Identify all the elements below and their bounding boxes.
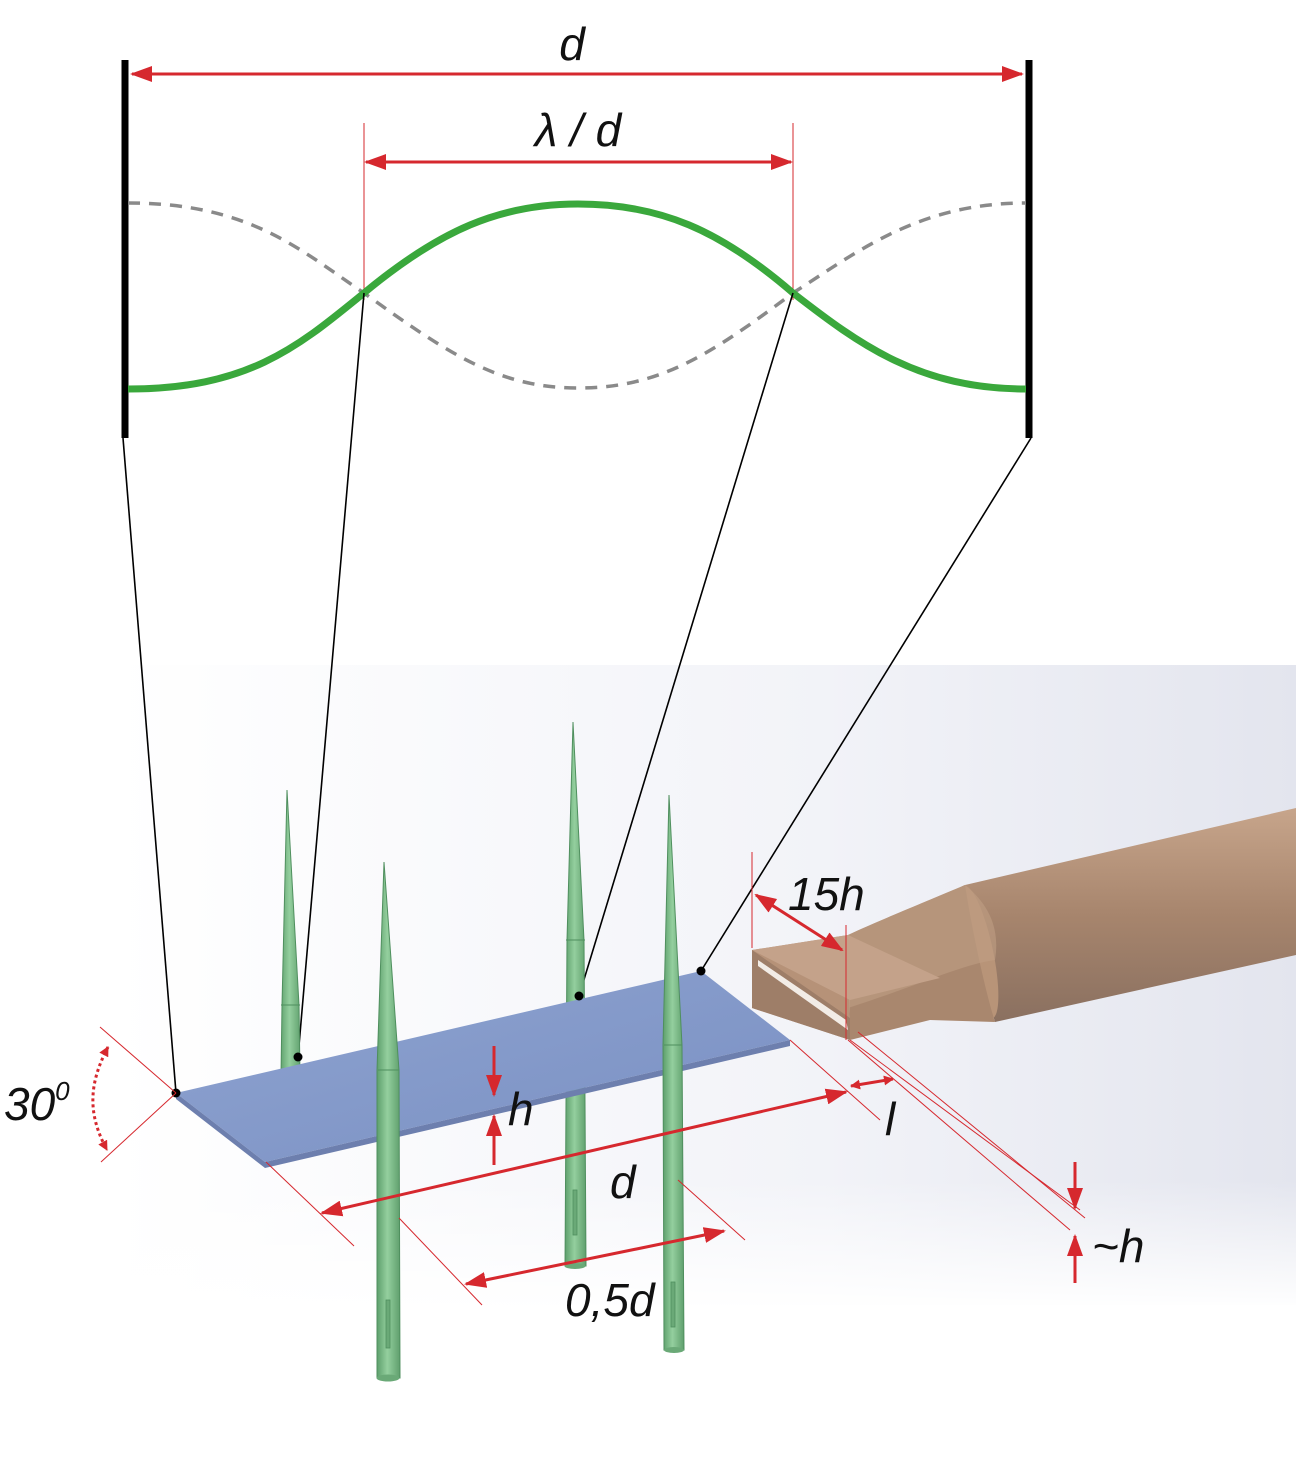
leader-right-node [578, 292, 794, 997]
half-ext-left [398, 1217, 483, 1306]
leader-lines [122, 292, 1032, 1094]
mode-span-label: λ / d [532, 104, 623, 156]
thickness-label: h [508, 1083, 534, 1135]
tilt-ext-top [99, 1026, 177, 1094]
leader-left-edge [122, 437, 177, 1094]
nozzle-length-arrow [754, 893, 844, 952]
mode-shape-panel: d λ / d [121, 18, 1033, 438]
leader-right-edge [700, 437, 1032, 972]
gap-ext [849, 1039, 1081, 1211]
half-ext-right [677, 1179, 746, 1241]
tilt-ext-bottom [100, 1092, 177, 1163]
slot-ext-bottom [847, 1039, 1071, 1231]
half-spacing-arrow [464, 1227, 726, 1288]
dot-needle-center [574, 991, 584, 1001]
gap-label: l [885, 1093, 897, 1145]
top-span-label: d [559, 18, 586, 70]
nozzle-length-label: 15h [788, 868, 865, 920]
slot-ext-top [857, 1031, 1086, 1219]
tilt-angle-label: 300 [4, 1076, 70, 1130]
green-mode-curve [127, 200, 1027, 393]
spacing-ext-left [265, 1161, 355, 1247]
dimensions-3d: 300 h d l 0,5d 15h ~h [4, 852, 1144, 1326]
dot-needle-left [293, 1052, 303, 1062]
nozzle [752, 808, 1296, 1040]
leader-left-node [297, 292, 365, 1058]
spacing-ext-right [789, 1039, 881, 1121]
slot-height-label: ~h [1092, 1220, 1144, 1272]
gap-arrow [850, 1075, 894, 1090]
half-spacing-label: 0,5d [565, 1274, 656, 1326]
spacing-label: d [610, 1156, 637, 1208]
dot-plate-right [696, 966, 706, 976]
spacing-arrow [320, 1088, 848, 1217]
tilt-arc [91, 1046, 110, 1151]
